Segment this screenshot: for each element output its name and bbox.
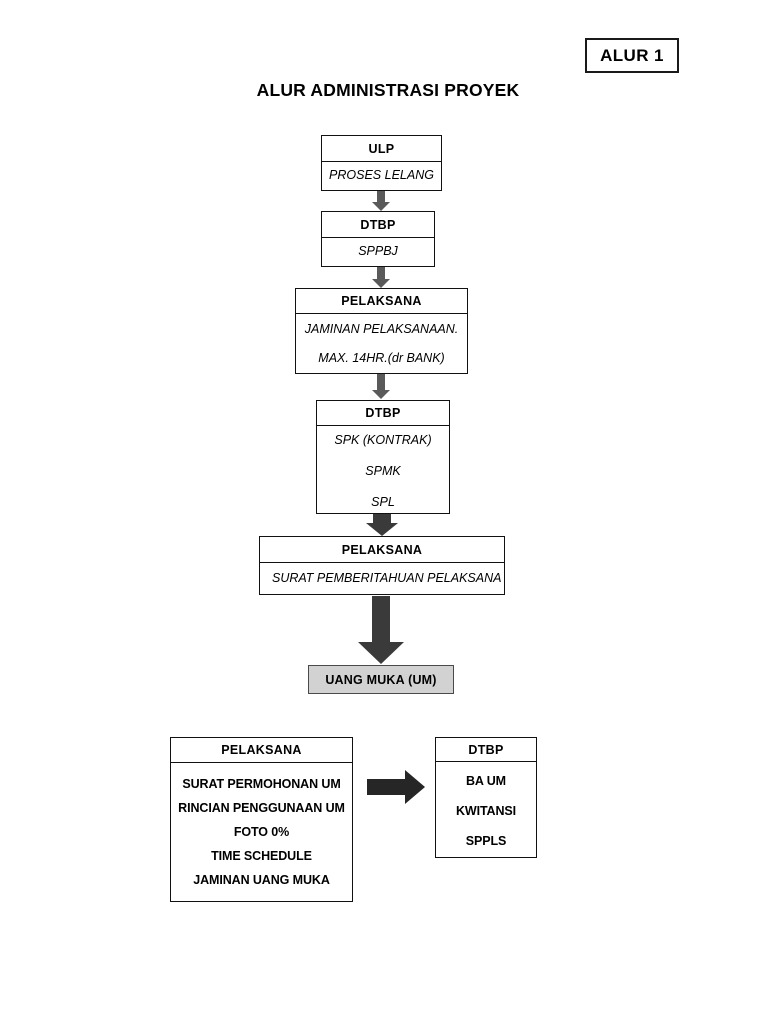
node-body: SURAT PEMBERITAHUAN PELAKSANA xyxy=(260,563,504,594)
node-body-line: KWITANSI xyxy=(455,804,517,818)
flow-node-ulp: ULP PROSES LELANG xyxy=(321,135,442,191)
arrow-shaft xyxy=(377,191,385,202)
flow-node-dtbp-sppbj: DTBP SPPBJ xyxy=(321,211,435,267)
page-title: ALUR ADMINISTRASI PROYEK xyxy=(256,80,520,100)
arrow-shaft xyxy=(373,514,391,525)
node-body: SPK (KONTRAK) SPMK SPL xyxy=(317,426,449,513)
node-body-line: BA UM xyxy=(465,774,506,788)
arrow-head xyxy=(372,390,390,399)
connector-arrow-ulp-to-dtbp xyxy=(372,191,390,211)
arrow-head xyxy=(372,279,390,288)
node-header: DTBP xyxy=(436,738,536,762)
node-header: PELAKSANA xyxy=(260,537,504,563)
flow-node-pelaksana-surat: PELAKSANA SURAT PEMBERITAHUAN PELAKSANA xyxy=(259,536,505,595)
connector-arrow-pelaksana-to-dtbp xyxy=(372,374,390,400)
node-body-line: TIME SCHEDULE xyxy=(211,848,312,863)
node-header: DTBP xyxy=(317,401,449,426)
node-label: UANG MUKA (UM) xyxy=(325,672,437,687)
connector-arrow-dtbp-to-pelaksana xyxy=(372,267,390,288)
flow-node-uang-muka: UANG MUKA (UM) xyxy=(308,665,454,694)
connector-arrow-surat-to-uang-muka xyxy=(358,596,404,664)
node-header: ULP xyxy=(322,136,441,162)
connector-arrow-pelaksana-to-dtbp-baum xyxy=(367,770,425,804)
node-body-line: PROSES LELANG xyxy=(329,168,434,182)
node-header: PELAKSANA xyxy=(171,738,352,763)
node-body-line: SURAT PEMBERITAHUAN PELAKSANA xyxy=(272,571,502,585)
node-body: BA UM KWITANSI SPPLS xyxy=(436,762,536,857)
arrow-head xyxy=(405,770,425,804)
arrow-shaft xyxy=(367,779,407,795)
node-body-line: SPMK xyxy=(365,464,401,478)
alur-badge-label: ALUR 1 xyxy=(600,45,664,65)
node-body: SURAT PERMOHONAN UM RINCIAN PENGGUNAAN U… xyxy=(171,763,352,901)
node-body-line: SPK (KONTRAK) xyxy=(334,433,432,447)
alur-badge: ALUR 1 xyxy=(585,38,679,73)
node-body-line: RINCIAN PENGGUNAAN UM xyxy=(178,800,345,815)
flow-node-dtbp-spk: DTBP SPK (KONTRAK) SPMK SPL xyxy=(316,400,450,514)
node-body-line: SURAT PERMOHONAN UM xyxy=(182,776,341,791)
node-body: PROSES LELANG xyxy=(322,162,441,189)
flow-node-pelaksana-um-documents: PELAKSANA SURAT PERMOHONAN UM RINCIAN PE… xyxy=(170,737,353,902)
node-body-line: FOTO 0% xyxy=(233,824,290,839)
arrow-shaft xyxy=(377,267,385,279)
node-body-line: SPPBJ xyxy=(358,244,398,258)
connector-arrow-dtbp-to-pelaksana-surat xyxy=(359,514,405,536)
node-body-line: JAMINAN UANG MUKA xyxy=(193,872,330,887)
node-header: DTBP xyxy=(322,212,434,238)
arrow-head xyxy=(372,202,390,211)
flow-node-pelaksana-jaminan: PELAKSANA JAMINAN PELAKSANAAN. MAX. 14HR… xyxy=(295,288,468,374)
flow-node-dtbp-baum: DTBP BA UM KWITANSI SPPLS xyxy=(435,737,537,858)
node-body: SPPBJ xyxy=(322,238,434,265)
arrow-shaft xyxy=(372,596,390,644)
arrow-head xyxy=(358,642,404,664)
node-body-line: SPL xyxy=(371,495,395,509)
node-body-line: JAMINAN PELAKSANAAN. xyxy=(304,321,459,336)
arrow-shaft xyxy=(377,374,385,390)
arrow-head xyxy=(366,523,398,536)
node-body-line: SPPLS xyxy=(465,834,507,848)
node-header: PELAKSANA xyxy=(296,289,467,314)
node-body: JAMINAN PELAKSANAAN. MAX. 14HR.(dr BANK) xyxy=(296,314,467,373)
node-body-line: MAX. 14HR.(dr BANK) xyxy=(318,350,445,365)
